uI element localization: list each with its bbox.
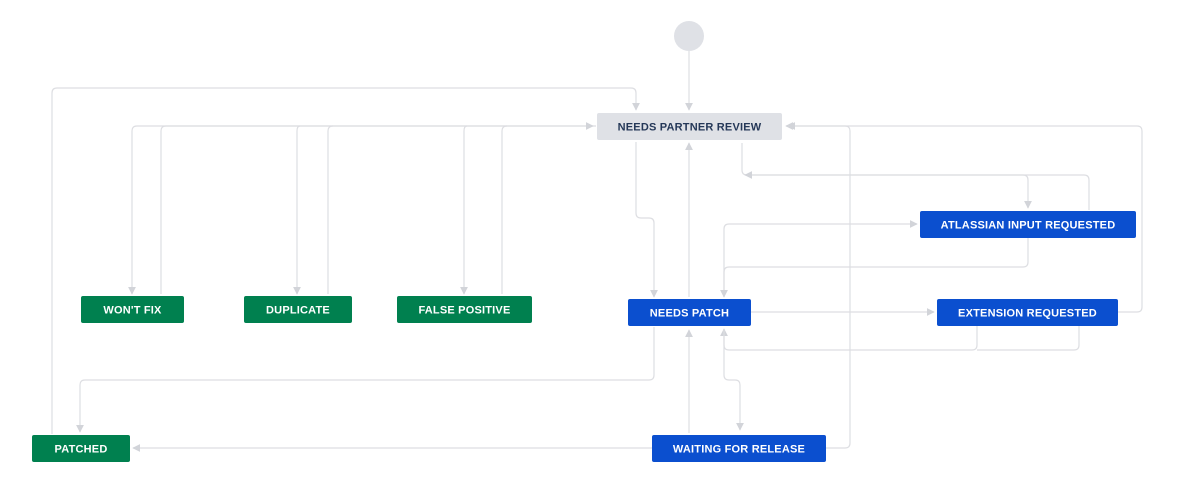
status-box-patched[interactable] <box>32 435 130 462</box>
transition-duplicate-to-review <box>327 125 334 294</box>
status-box-duplicate[interactable] <box>244 296 352 323</box>
status-needs-patch[interactable]: NEEDS PATCH <box>628 299 751 326</box>
transition-review-to-duplicate <box>293 125 301 295</box>
status-atlassian-input-requested[interactable]: ATLASSIAN INPUT REQUESTED <box>920 211 1136 238</box>
status-extension-requested[interactable]: EXTENSION REQUESTED <box>937 299 1118 326</box>
transition-needs-patch-to-waiting <box>723 330 744 431</box>
transition-waiting-to-review <box>787 122 851 449</box>
status-box-false-positive[interactable] <box>397 296 532 323</box>
status-box-atlassian-input-requested[interactable] <box>920 211 1136 238</box>
transition-extension-to-review <box>785 122 1143 313</box>
status-patched[interactable]: PATCHED <box>32 435 130 462</box>
status-duplicate[interactable]: DUPLICATE <box>244 296 352 323</box>
status-false-positive[interactable]: FALSE POSITIVE <box>397 296 532 323</box>
transition-lines <box>51 51 1143 452</box>
transition-review-to-wont-fix <box>128 125 596 295</box>
start-node <box>674 21 704 51</box>
status-wont-fix[interactable]: WON'T FIX <box>81 296 184 323</box>
status-box-needs-partner-review[interactable] <box>597 113 782 140</box>
status-box-extension-requested[interactable] <box>937 299 1118 326</box>
transition-atlassian-input-to-review <box>744 171 1090 210</box>
status-nodes: NEEDS PARTNER REVIEW WON'T FIX DUPLICATE FA… <box>32 113 1136 462</box>
transition-needs-patch-to-atlassian-input <box>723 220 918 297</box>
transition-needs-patch-to-patched <box>76 327 655 433</box>
transition-extension-to-needs-patch-2 <box>977 326 1080 351</box>
transition-wont-fix-to-review <box>160 122 594 294</box>
transition-patched-to-review <box>51 87 640 434</box>
status-needs-partner-review[interactable]: NEEDS PARTNER REVIEW <box>597 113 782 140</box>
transition-review-to-false-positive <box>460 125 468 295</box>
status-box-needs-patch[interactable] <box>628 299 751 326</box>
transition-review-to-needs-patch <box>635 142 658 298</box>
transition-false-positive-to-review <box>501 125 508 294</box>
transition-atlassian-input-to-needs-patch <box>720 238 1029 298</box>
status-box-waiting-for-release[interactable] <box>652 435 826 462</box>
status-waiting-for-release[interactable]: WAITING FOR RELEASE <box>652 435 826 462</box>
status-box-wont-fix[interactable] <box>81 296 184 323</box>
